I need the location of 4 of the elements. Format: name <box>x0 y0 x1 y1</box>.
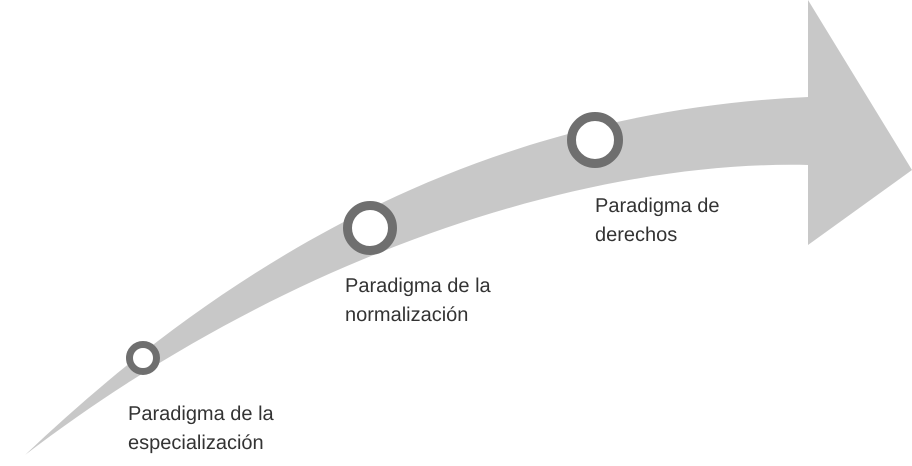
milestone-label: Paradigma de la especialización <box>128 402 275 456</box>
milestone-ring <box>126 341 160 375</box>
milestone-label: Paradigma de derechos <box>595 194 721 248</box>
milestone-label: Paradigma de la normalización <box>345 274 492 328</box>
